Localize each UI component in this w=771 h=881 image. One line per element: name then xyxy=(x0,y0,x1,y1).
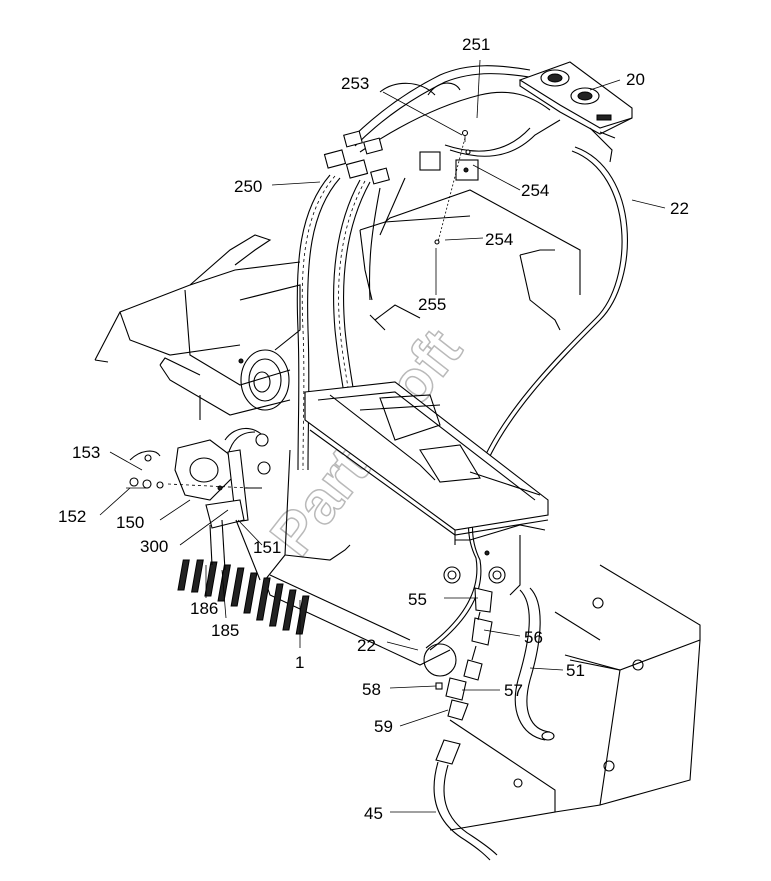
cab-body xyxy=(94,234,301,420)
callout-22-upper: 22 xyxy=(670,199,689,218)
callout-153: 153 xyxy=(72,443,100,462)
callout-20: 20 xyxy=(626,70,645,89)
fittings-55-59 xyxy=(435,587,493,765)
mounting-bracket xyxy=(129,427,271,581)
callout-254-lower: 254 xyxy=(485,230,513,249)
callout-1: 1 xyxy=(295,653,304,672)
callout-254-upper: 254 xyxy=(521,181,549,200)
callout-186: 186 xyxy=(190,599,218,618)
heater-unit-1 xyxy=(177,381,549,677)
upper-panel xyxy=(359,177,581,331)
harness-251 xyxy=(349,65,561,157)
callout-59: 59 xyxy=(374,717,393,736)
heater-grille xyxy=(177,559,411,641)
callout-152: 152 xyxy=(58,507,86,526)
callout-300: 300 xyxy=(140,537,168,556)
callout-251: 251 xyxy=(462,35,490,54)
callout-51: 51 xyxy=(566,661,585,680)
callout-150: 150 xyxy=(116,513,144,532)
callout-45: 45 xyxy=(364,804,383,823)
callout-253: 253 xyxy=(341,74,369,93)
callout-250: 250 xyxy=(234,177,262,196)
callout-255: 255 xyxy=(418,295,446,314)
callout-57: 57 xyxy=(504,681,523,700)
hose-45 xyxy=(433,761,498,861)
callout-55: 55 xyxy=(408,590,427,609)
fasteners-top xyxy=(434,129,471,245)
cable-22 xyxy=(425,146,628,651)
callout-22-lower: 22 xyxy=(357,636,376,655)
hose-51 xyxy=(514,587,555,741)
leader-lines xyxy=(99,59,666,813)
connectors xyxy=(323,130,479,185)
callout-151: 151 xyxy=(253,538,281,557)
callout-labels: 251 253 20 250 254 22 254 255 153 152 15… xyxy=(58,35,689,823)
callout-56: 56 xyxy=(524,628,543,647)
callout-185: 185 xyxy=(211,621,239,640)
right-frame xyxy=(449,564,701,831)
switch-panel-20 xyxy=(518,61,633,163)
harness-250 xyxy=(296,174,381,471)
callout-58: 58 xyxy=(362,680,381,699)
